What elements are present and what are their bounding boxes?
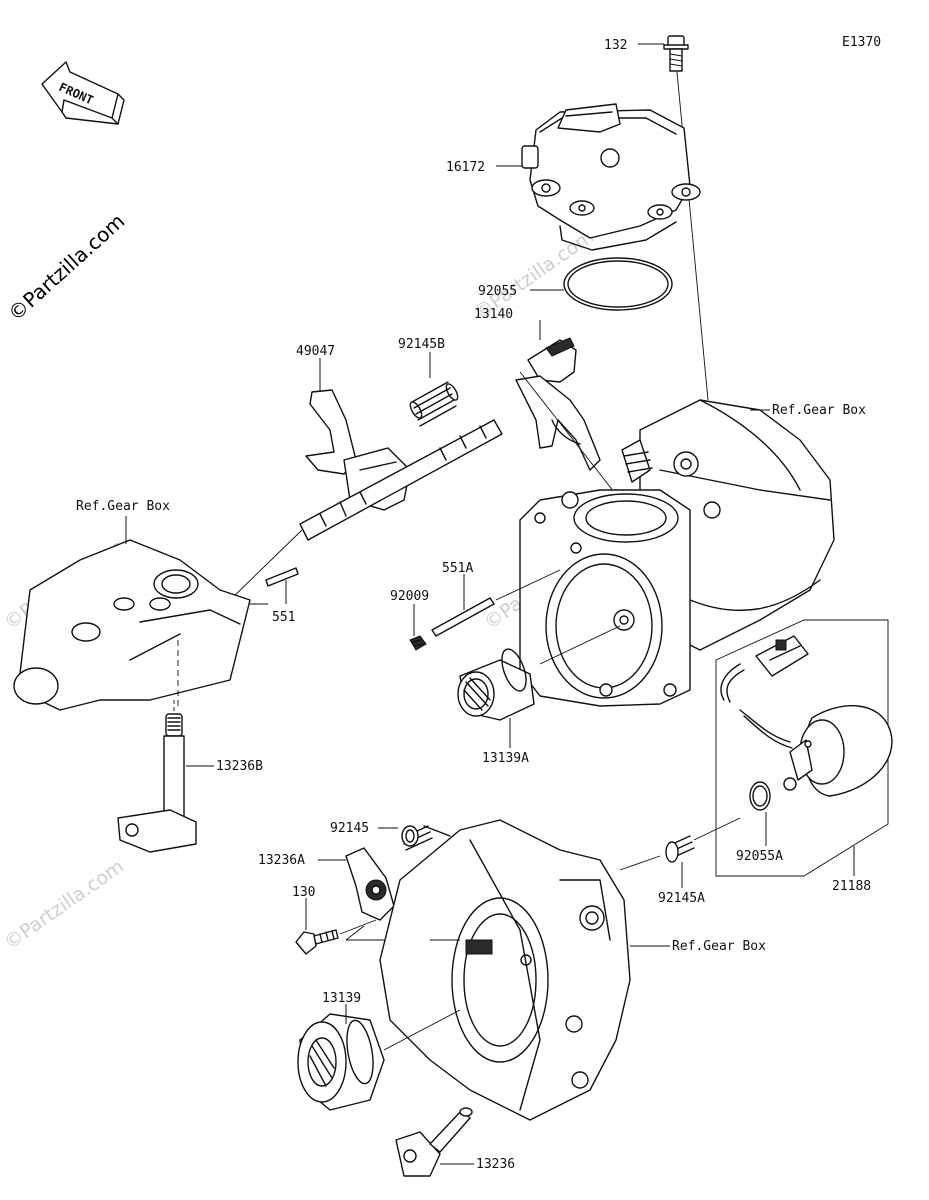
o-ring-92055 (563, 257, 673, 311)
label-ref-gear-box-left: Ref.Gear Box (76, 499, 170, 514)
pin-551 (265, 567, 299, 587)
o-ring-92055A (749, 781, 771, 811)
label-ref-gear-box-lower: Ref.Gear Box (672, 939, 766, 954)
label-16172: 16172 (446, 160, 485, 175)
gear-box-left (13, 539, 251, 711)
label-13236B: 13236B (216, 759, 263, 774)
shaft-13236 (395, 1107, 473, 1177)
diagram-code: E1370 (842, 35, 881, 50)
label-92145: 92145 (330, 821, 369, 836)
spring-92145 (401, 825, 451, 851)
label-13236A: 13236A (258, 853, 305, 868)
label-92145A: 92145A (658, 891, 705, 906)
gear-box-lower (379, 819, 631, 1121)
label-ref-gear-box-upper: Ref.Gear Box (772, 403, 866, 418)
sleeve-13139 (297, 1009, 461, 1111)
shaft-13236B (117, 700, 197, 853)
set-screw-92009 (409, 635, 427, 651)
label-92055: 92055 (478, 284, 517, 299)
label-13139: 13139 (322, 991, 361, 1006)
lever-13236A (345, 847, 395, 921)
watermark-faint-4: ©Partzilla.com (0, 855, 128, 954)
spring-92145B (409, 381, 459, 427)
gear-box-upper (519, 399, 835, 707)
sleeve-13139A (457, 625, 621, 721)
label-13236: 13236 (476, 1157, 515, 1172)
label-92145B: 92145B (398, 337, 445, 352)
shift-shaft (229, 419, 503, 601)
pin-551A (431, 569, 561, 637)
label-130: 130 (292, 885, 315, 900)
control-unit-16172 (521, 103, 701, 251)
label-13140: 13140 (474, 307, 513, 322)
partzilla-watermark: ©Partzilla.com (3, 209, 129, 326)
label-92055A: 92055A (736, 849, 783, 864)
label-551A: 551A (442, 561, 473, 576)
bolt-132 (663, 35, 689, 72)
label-551: 551 (272, 610, 295, 625)
label-49047: 49047 (296, 344, 335, 359)
front-arrow-icon: FRONT (41, 61, 125, 125)
shift-fork-13140 (515, 337, 601, 471)
label-132: 132 (604, 38, 627, 53)
label-21188: 21188 (832, 879, 871, 894)
spring-92145A (619, 817, 741, 871)
label-92009: 92009 (390, 589, 429, 604)
bolt-130 (295, 919, 377, 955)
actuator-21188 (715, 619, 893, 877)
label-13139A: 13139A (482, 751, 529, 766)
